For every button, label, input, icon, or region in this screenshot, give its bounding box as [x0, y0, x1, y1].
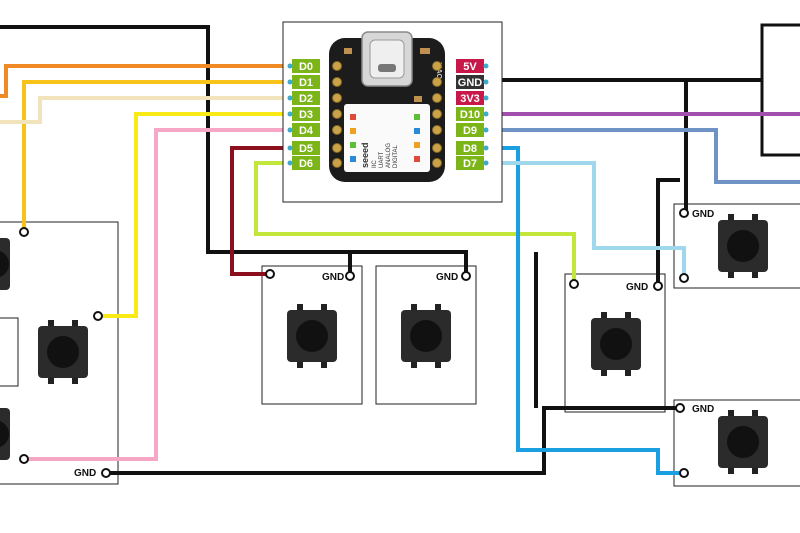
- pin-dot-right-0: [483, 63, 489, 69]
- pin-label-left-5: D5: [299, 143, 313, 155]
- board-silk-1: IIC: [372, 160, 378, 168]
- xiao-board: seeed IIC UART ANALOG DIGITAL XIAO: [329, 31, 445, 182]
- pin-dot-right-2: [483, 95, 489, 101]
- gnd-wires: [0, 25, 762, 475]
- gnd-label-2: GND: [436, 272, 458, 283]
- pin-dot-right-4: [483, 127, 489, 133]
- gnd-label-left: GND: [74, 468, 96, 479]
- pushbutton-3: [591, 312, 641, 376]
- pin-tag-left-0: [292, 59, 320, 73]
- pin-label-right-3: D10: [460, 109, 480, 121]
- pushbutton-5: [718, 410, 768, 474]
- board-silkscreen: [344, 104, 430, 172]
- pin-dot-left-0: [287, 63, 293, 69]
- pin-dot-left-6: [287, 160, 293, 166]
- pin-tag-left-3: [292, 107, 320, 121]
- pin-tag-left-4: [292, 123, 320, 137]
- pushbutton-left-bottom: [0, 408, 10, 460]
- wire-d8: [488, 146, 684, 475]
- board-silk-2: UART: [379, 151, 385, 168]
- pin-dot-left-2: [287, 95, 293, 101]
- pushbutton-left-main: [38, 320, 88, 384]
- wire-d3: [98, 112, 300, 318]
- pin-dot-right-1: [483, 79, 489, 85]
- pin-label-right-2: 3V3: [460, 93, 480, 105]
- pin-tag-right-5: [456, 141, 484, 155]
- pushbutton-2: [401, 304, 451, 368]
- pin-dot-right-5: [483, 145, 489, 151]
- wire-d2: [0, 96, 300, 124]
- pin-tag-right-1: [456, 75, 484, 89]
- terminals: [19, 208, 689, 478]
- pin-dot-right-6: [483, 160, 489, 166]
- pin-tag-left-5: [292, 141, 320, 155]
- pushbutton-left-top: [0, 238, 10, 290]
- wire-d4: [24, 128, 300, 461]
- wire-d6: [254, 161, 576, 284]
- pushbutton-4: [718, 214, 768, 278]
- gnd-label-5: GND: [692, 404, 714, 415]
- board-silk-3: ANALOG: [386, 143, 392, 168]
- pin-label-left-1: D1: [299, 77, 313, 89]
- gnd-label-4: GND: [692, 209, 714, 220]
- pin-label-right-1: GND: [458, 77, 483, 89]
- pin-label-left-0: D0: [299, 61, 313, 73]
- button-module-left-inner: [0, 317, 19, 387]
- pin-dot-left-1: [287, 79, 293, 85]
- pin-label-left-3: D3: [299, 109, 313, 121]
- pin-label-right-0: 5V: [463, 61, 477, 73]
- top-right-box: [760, 23, 800, 157]
- pin-dot-left-4: [287, 127, 293, 133]
- pushbuttons: [0, 214, 768, 474]
- signal-wires: [0, 64, 800, 475]
- pin-tag-right-0: [456, 59, 484, 73]
- board-brand: seeed: [360, 142, 370, 168]
- pin-tag-right-3: [456, 107, 484, 121]
- board-pads: [332, 61, 442, 168]
- pin-label-left-4: D4: [299, 125, 314, 137]
- pin-label-right-4: D9: [463, 125, 477, 137]
- pin-dot-left-3: [287, 111, 293, 117]
- pushbutton-1: [287, 304, 337, 368]
- pin-label-right-5: D8: [463, 143, 477, 155]
- wire-d7: [488, 161, 686, 278]
- pin-tag-right-2: [456, 91, 484, 105]
- pin-label-left-2: D2: [299, 93, 313, 105]
- board-silk-4: DIGITAL: [393, 144, 399, 168]
- gnd-label-1: GND: [322, 272, 344, 283]
- pin-label-left-6: D6: [299, 158, 313, 170]
- wire-d0: [0, 64, 300, 98]
- pin-tag-left-6: [292, 156, 320, 170]
- wire-d9: [488, 128, 800, 184]
- pin-tag-left-2: [292, 91, 320, 105]
- pin-tag-right-6: [456, 156, 484, 170]
- gnd-label-3: GND: [626, 282, 648, 293]
- pin-dot-left-5: [287, 145, 293, 151]
- pin-tag-right-4: [456, 123, 484, 137]
- pin-dot-right-3: [483, 111, 489, 117]
- pin-tag-left-1: [292, 75, 320, 89]
- wire-d1: [22, 80, 300, 232]
- pin-label-right-6: D7: [463, 158, 477, 170]
- board-color-squares: [350, 114, 420, 162]
- wire-d5: [230, 146, 300, 276]
- board-marking: XIAO: [435, 62, 442, 80]
- gnd-labels: GND GND GND GND GND GND: [74, 209, 714, 479]
